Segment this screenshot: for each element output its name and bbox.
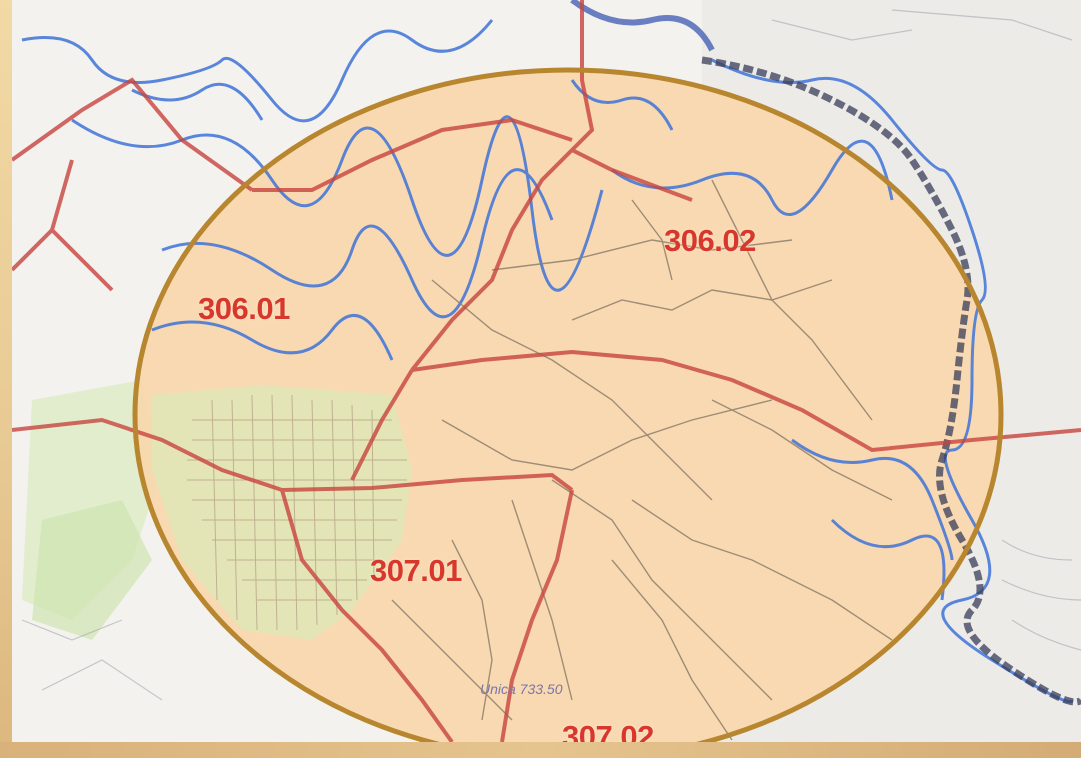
place-label: Unica 733.50 [480,681,563,697]
highlight-ring [132,67,1004,742]
tract-label-307-01[interactable]: 307.01 [370,553,462,588]
census-tract-map[interactable]: 306.01 306.02 307.01 307.02 Unica 733.50 [12,0,1081,742]
tract-label-306-02[interactable]: 306.02 [664,223,756,258]
tract-label-306-01[interactable]: 306.01 [198,291,290,326]
map-canvas [12,0,1081,742]
tract-label-307-02[interactable]: 307.02 [562,719,654,742]
frame-bottom-strip [0,742,1081,758]
